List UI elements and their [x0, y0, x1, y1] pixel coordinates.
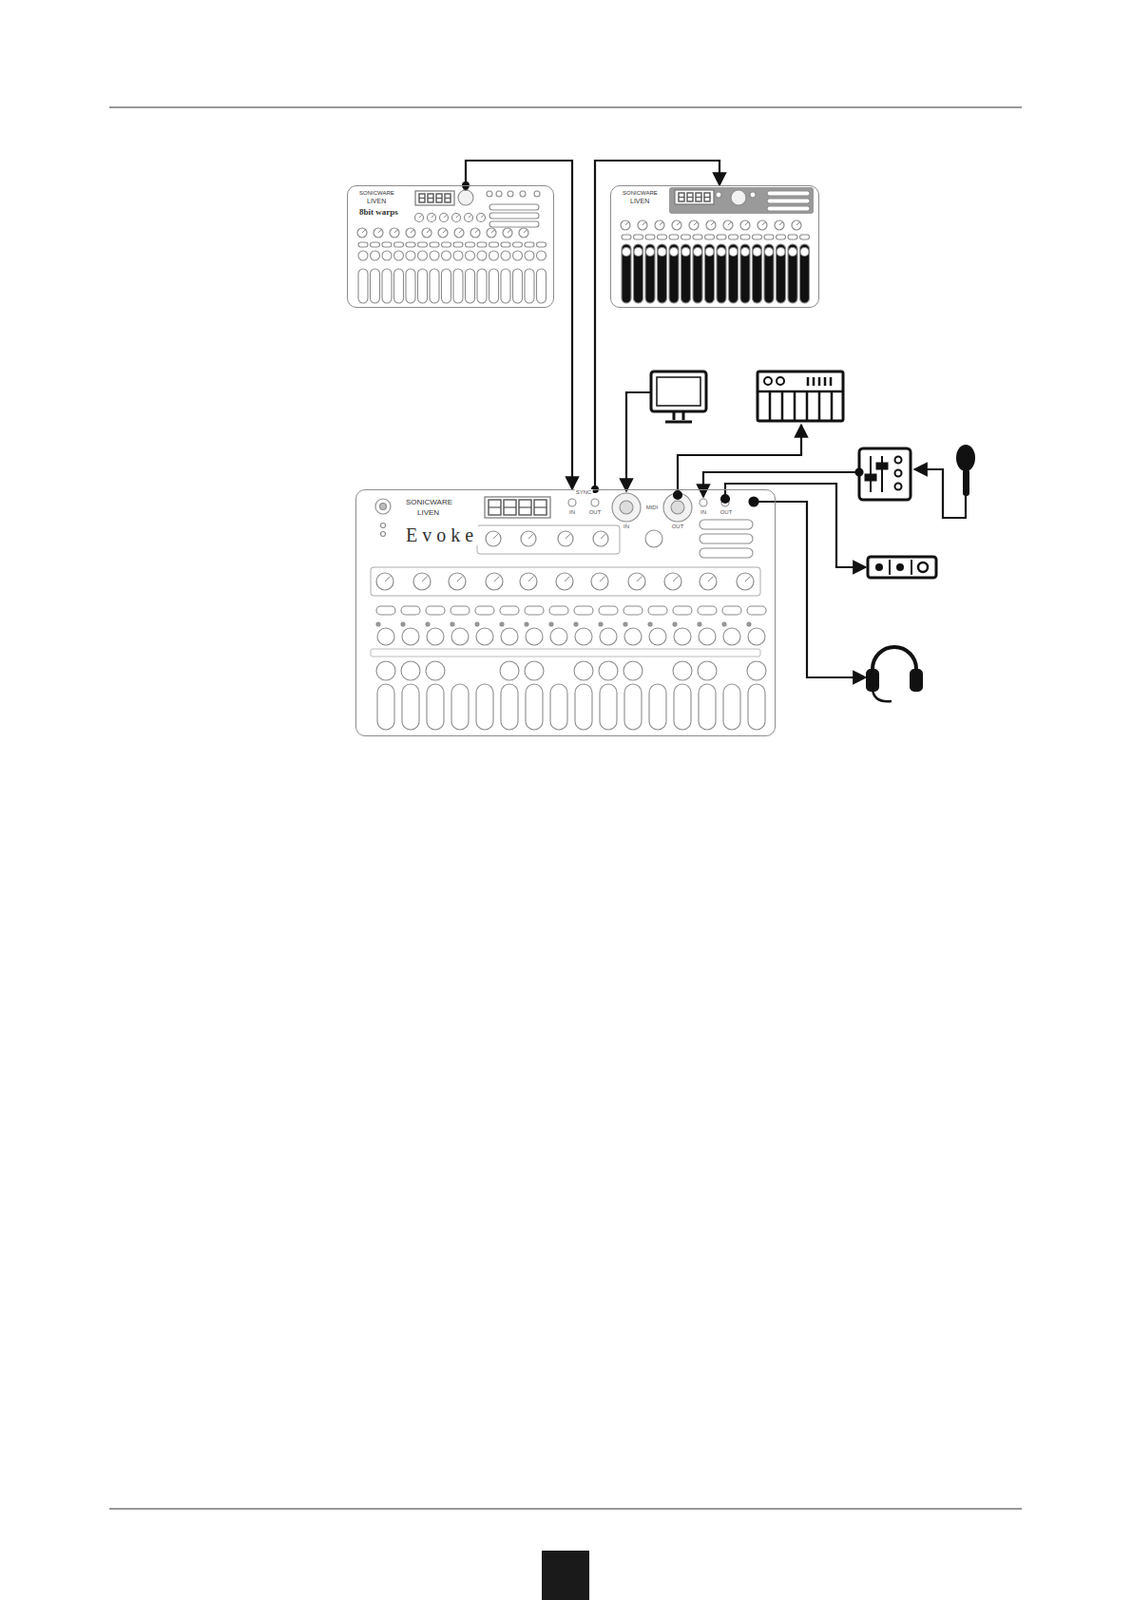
- brand-text: SONICWARE: [622, 190, 658, 197]
- sync-cable: [594, 160, 720, 490]
- main-device: SONICWARELIVEN Evoke: [355, 489, 776, 737]
- computer-icon: [651, 371, 707, 423]
- brand-text: LIVEN: [417, 509, 440, 519]
- port-label: SYNC: [575, 489, 594, 497]
- port-label: IN: [568, 509, 576, 517]
- connected-device: SONICWARELIVEN: [610, 185, 820, 308]
- brand-text: LIVEN: [366, 197, 386, 206]
- connected-device: SONICWARELIVEN 8bit warps: [346, 185, 555, 308]
- model-name: 8bit warps: [359, 208, 399, 218]
- evoke-drawing: [370, 493, 767, 730]
- port-label: OUT: [588, 509, 603, 517]
- port-label: OUT: [719, 509, 734, 517]
- microphone-icon: [956, 444, 976, 497]
- keyboard-icon: [757, 371, 844, 422]
- port-label: MIDI: [645, 504, 660, 512]
- headphones-icon: [867, 647, 921, 702]
- signal-wires: [626, 392, 966, 678]
- device-drawings: [357, 186, 814, 731]
- sync-cable: [465, 160, 573, 490]
- port-label: IN: [622, 523, 631, 531]
- 8bit-warps-drawing: [357, 186, 547, 305]
- mixer-icon: [859, 448, 911, 500]
- brand-text: LIVEN: [630, 197, 650, 206]
- model-name: Evoke: [405, 524, 479, 546]
- page-number-tab: [541, 1551, 590, 1600]
- brand-text: SONICWARE: [359, 190, 395, 197]
- footer-rule: [109, 1509, 1022, 1511]
- audio-interface-icon: [867, 556, 937, 578]
- port-label: IN: [699, 509, 708, 517]
- header-rule: [109, 107, 1022, 109]
- synth-drawing: [620, 187, 814, 304]
- port-label: OUT: [671, 523, 686, 531]
- brand-text: SONICWARE: [405, 498, 453, 508]
